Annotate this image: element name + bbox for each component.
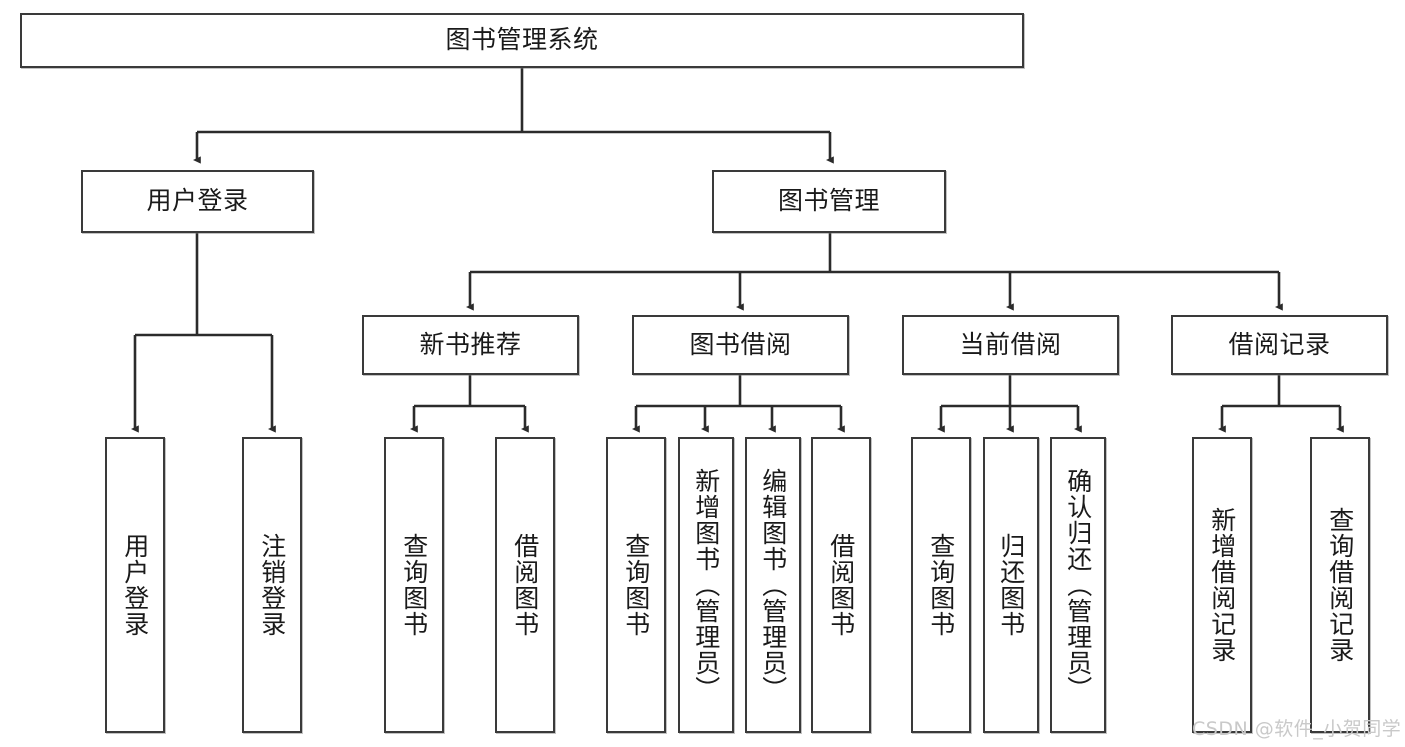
node-label: 借阅记录 bbox=[1228, 329, 1331, 359]
node-book-management[interactable]: 图书管理 bbox=[712, 170, 946, 233]
node-label: 新增图书（管理员） bbox=[691, 468, 721, 702]
node-label: 当前借阅 bbox=[959, 329, 1062, 359]
leaf-user-login-logout[interactable]: 注销登录 bbox=[242, 437, 302, 733]
node-new-book-recommend[interactable]: 新书推荐 bbox=[362, 315, 579, 375]
node-label: 查询图书 bbox=[926, 533, 956, 637]
node-label: 编辑图书（管理员） bbox=[758, 468, 788, 702]
node-label: 图书管理系统 bbox=[445, 25, 599, 55]
leaf-book-borrow-add-book-admin[interactable]: 新增图书（管理员） bbox=[678, 437, 734, 733]
node-root-book-management-system[interactable]: 图书管理系统 bbox=[20, 13, 1024, 68]
node-current-borrow[interactable]: 当前借阅 bbox=[902, 315, 1119, 375]
node-label: 图书管理 bbox=[777, 186, 880, 216]
leaf-new-book-query-book[interactable]: 查询图书 bbox=[384, 437, 444, 733]
leaf-current-borrow-query-book[interactable]: 查询图书 bbox=[911, 437, 971, 733]
node-label: 借阅图书 bbox=[510, 533, 540, 637]
leaf-current-borrow-confirm-return-admin[interactable]: 确认归还（管理员） bbox=[1050, 437, 1106, 733]
node-label: 图书借阅 bbox=[689, 329, 792, 359]
node-label: 新增借阅记录 bbox=[1207, 507, 1237, 663]
node-label: 确认归还（管理员） bbox=[1063, 468, 1093, 702]
leaf-new-book-borrow-book[interactable]: 借阅图书 bbox=[495, 437, 555, 733]
leaf-book-borrow-edit-book-admin[interactable]: 编辑图书（管理员） bbox=[745, 437, 801, 733]
watermark-text: CSDN @软件_小贺同学 bbox=[1192, 718, 1402, 740]
node-label: 归还图书 bbox=[996, 533, 1026, 637]
leaf-book-borrow-borrow-book[interactable]: 借阅图书 bbox=[811, 437, 871, 733]
leaf-current-borrow-return-book[interactable]: 归还图书 bbox=[983, 437, 1039, 733]
node-label: 注销登录 bbox=[257, 533, 287, 637]
node-label: 查询图书 bbox=[399, 533, 429, 637]
node-user-login[interactable]: 用户登录 bbox=[81, 170, 314, 233]
node-borrow-record[interactable]: 借阅记录 bbox=[1171, 315, 1388, 375]
node-label: 查询借阅记录 bbox=[1325, 507, 1355, 663]
leaf-user-login-login[interactable]: 用户登录 bbox=[105, 437, 165, 733]
node-label: 用户登录 bbox=[146, 186, 249, 216]
node-label: 借阅图书 bbox=[826, 533, 856, 637]
leaf-book-borrow-query-book[interactable]: 查询图书 bbox=[606, 437, 666, 733]
leaf-borrow-record-add-record[interactable]: 新增借阅记录 bbox=[1192, 437, 1252, 733]
leaf-borrow-record-query-record[interactable]: 查询借阅记录 bbox=[1310, 437, 1370, 733]
node-label: 新书推荐 bbox=[419, 329, 522, 359]
node-book-borrow[interactable]: 图书借阅 bbox=[632, 315, 849, 375]
node-label: 查询图书 bbox=[621, 533, 651, 637]
node-label: 用户登录 bbox=[120, 533, 150, 637]
